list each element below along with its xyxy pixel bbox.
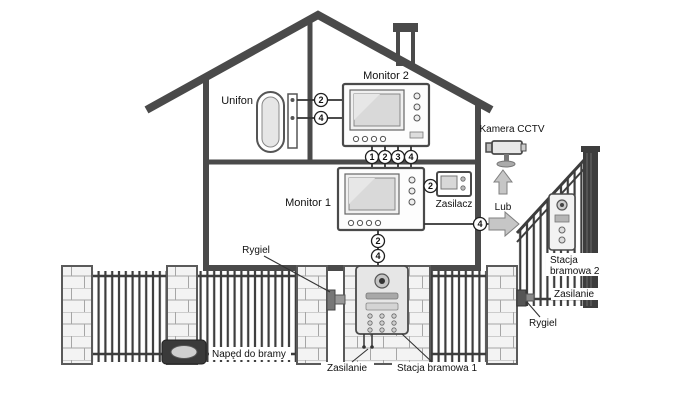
door-station-1: [355, 265, 409, 349]
wire-count-badge: 2: [377, 149, 393, 165]
monitor-2: [341, 82, 431, 148]
lock-gate: [516, 289, 535, 307]
svg-text:1: 1: [369, 152, 374, 162]
label-stacja-bramowa-2-line2: bramowa 2: [550, 266, 600, 277]
svg-text:4: 4: [318, 113, 323, 123]
label-monitor-2: Monitor 2: [363, 70, 409, 82]
wire-count-badge: 2: [423, 178, 438, 194]
wire-count-badge: 4: [370, 248, 386, 264]
svg-text:2: 2: [318, 95, 323, 105]
label-zasilanie-gate: Zasilanie: [554, 289, 594, 300]
fence-panel: [430, 271, 487, 362]
svg-text:4: 4: [375, 251, 380, 261]
monitor-1: [336, 166, 426, 232]
label-kamera-cctv: Kamera CCTV: [479, 124, 544, 135]
power-supply: [436, 171, 472, 197]
label-stacja-bramowa-2-line1: Stacja: [550, 255, 578, 266]
svg-text:4: 4: [477, 219, 482, 229]
stacja1-pointer: [401, 333, 433, 363]
label-rygiel-gate: Rygiel: [529, 318, 557, 329]
label-monitor-1: Monitor 1: [285, 197, 331, 209]
station1-nameplate: [365, 302, 399, 311]
wire-count-badge: 2: [370, 233, 386, 249]
label-rygiel-fence: Rygiel: [242, 245, 270, 256]
label-stacja-bramowa-1: Stacja bramowa 1: [397, 363, 477, 374]
label-lub: Lub: [495, 202, 512, 213]
lock-fence: [326, 289, 346, 311]
label-naped-do-bramy: Napęd do bramy: [212, 349, 286, 360]
label-zasilacz: Zasilacz: [436, 199, 473, 210]
rygiel-gate-pointer: [526, 301, 541, 318]
svg-text:4: 4: [408, 152, 413, 162]
right-arrow-icon: [488, 210, 520, 238]
fence-panel: [92, 271, 167, 362]
up-arrow-icon: [493, 169, 513, 195]
wire-count-badge: 4: [403, 149, 419, 165]
house: [144, 10, 494, 271]
wire-count-badge: 4: [313, 110, 329, 126]
fence-panel: [197, 271, 297, 362]
station2-speaker: [554, 214, 570, 223]
rygiel-fence-pointer: [263, 255, 331, 293]
brick-post: [61, 265, 93, 365]
svg-text:2: 2: [375, 236, 380, 246]
gate-drive-motor: [161, 339, 207, 365]
wire-count-badge: 2: [313, 92, 329, 108]
cctv-camera: [485, 140, 527, 168]
zasilanie-station-pointer: [351, 348, 369, 363]
svg-text:2: 2: [428, 181, 433, 191]
door-station-2: [548, 193, 576, 251]
unifon-handset: [256, 91, 298, 153]
chimney: [393, 23, 418, 66]
station1-speaker: [365, 292, 399, 300]
brick-post: [486, 265, 518, 365]
svg-text:3: 3: [395, 152, 400, 162]
svg-text:2: 2: [382, 152, 387, 162]
wire-count-badge: 3: [390, 149, 406, 165]
brick-post: [296, 265, 328, 365]
station1-keypad: [367, 313, 397, 333]
wire-count-badge: 1: [364, 149, 380, 165]
label-zasilanie-station: Zasilanie: [327, 363, 367, 374]
wire-count-badge: 4: [472, 216, 488, 232]
label-unifon: Unifon: [221, 95, 253, 107]
